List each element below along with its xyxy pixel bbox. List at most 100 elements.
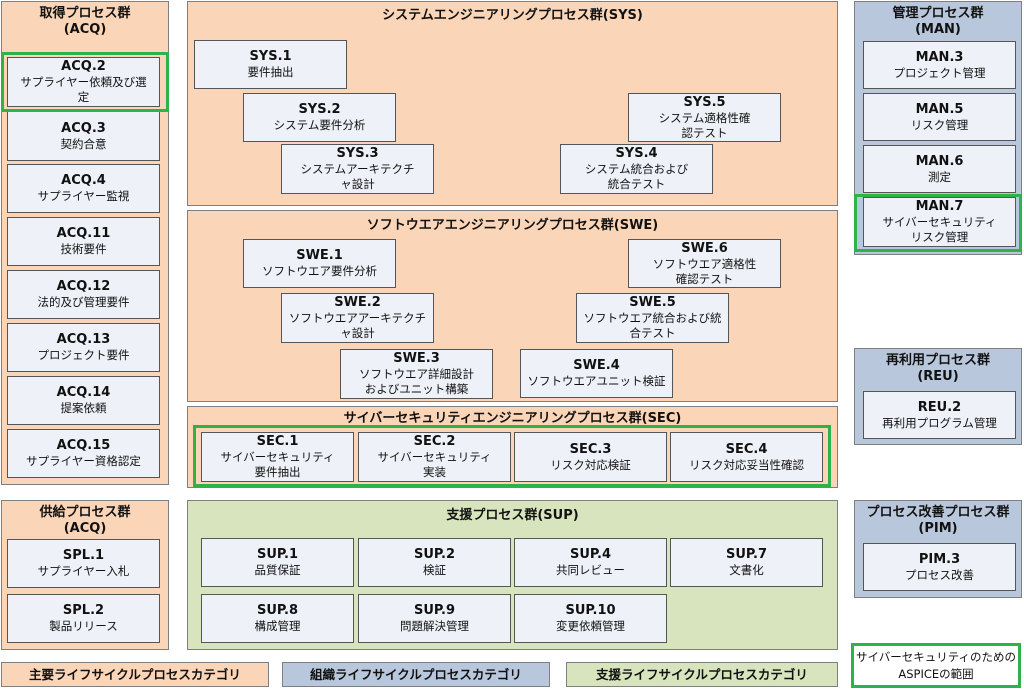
process-id: SWE.5 bbox=[629, 295, 676, 310]
process-sup-8[interactable]: SUP.8 構成管理 bbox=[201, 594, 354, 643]
process-man-3[interactable]: MAN.3 プロジェクト管理 bbox=[863, 41, 1016, 89]
process-sys-2[interactable]: SYS.2 システム要件分析 bbox=[243, 93, 396, 142]
pim-group-subtitle: (PIM) bbox=[918, 521, 958, 536]
process-swe-1[interactable]: SWE.1 ソフトウエア要件分析 bbox=[243, 239, 396, 288]
process-name: サイバーセキュリティ実装 bbox=[377, 450, 492, 479]
process-sys-3[interactable]: SYS.3 システムアーキテクチャ設計 bbox=[281, 144, 434, 194]
sup-group-title: 支援プロセス群(SUP) bbox=[446, 508, 579, 523]
process-id: SPL.2 bbox=[62, 603, 105, 618]
category-supporting: 支援ライフサイクルプロセスカテゴリ bbox=[566, 662, 838, 687]
process-name: 製品リリース bbox=[49, 619, 118, 633]
process-sup-7[interactable]: SUP.7 文書化 bbox=[670, 538, 823, 587]
process-name: 技術要件 bbox=[60, 242, 107, 256]
scope-legend-line2: ASPICEの範囲 bbox=[898, 666, 974, 681]
reu-group-subtitle: (REU) bbox=[917, 369, 959, 384]
process-name: リスク対応検証 bbox=[550, 457, 631, 472]
process-name: システム要件分析 bbox=[273, 118, 366, 132]
process-name: リスク管理 bbox=[910, 117, 969, 132]
process-sec-4[interactable]: SEC.4 リスク対応妥当性確認 bbox=[670, 432, 823, 482]
acq-group-title: 取得プロセス群 bbox=[39, 6, 131, 21]
process-id: ACQ.13 bbox=[56, 332, 111, 347]
process-id: SYS.4 bbox=[615, 146, 658, 161]
process-id: SWE.1 bbox=[296, 248, 343, 263]
process-id: PIM.3 bbox=[918, 551, 961, 567]
process-name: ソフトウエア詳細設計およびユニット構築 bbox=[359, 367, 474, 396]
process-name: サプライヤー資格認定 bbox=[26, 454, 141, 468]
process-acq-12[interactable]: ACQ.12 法的及び管理要件 bbox=[7, 270, 160, 319]
process-id: SWE.2 bbox=[334, 295, 381, 310]
process-name: プロジェクト要件 bbox=[37, 348, 130, 362]
process-sec-3[interactable]: SEC.3 リスク対応検証 bbox=[514, 432, 667, 482]
process-id: SUP.9 bbox=[413, 603, 456, 618]
process-id: MAN.5 bbox=[915, 101, 964, 117]
process-id: ACQ.2 bbox=[61, 59, 106, 74]
reu-group-title: 再利用プロセス群 bbox=[885, 353, 990, 368]
process-swe-6[interactable]: SWE.6 ソフトウエア適格性確認テスト bbox=[628, 239, 781, 288]
process-name: 変更依頼管理 bbox=[556, 619, 625, 633]
acq-group-subtitle: (ACQ) bbox=[63, 22, 107, 37]
process-sys-1[interactable]: SYS.1 要件抽出 bbox=[194, 40, 347, 89]
process-id: SUP.7 bbox=[725, 547, 768, 562]
process-name: サイバーセキュリティ要件抽出 bbox=[220, 450, 335, 479]
process-id: ACQ.12 bbox=[56, 279, 111, 294]
process-id: ACQ.4 bbox=[61, 173, 106, 188]
process-name: 構成管理 bbox=[254, 619, 301, 633]
process-id: REU.2 bbox=[917, 399, 962, 415]
process-pim-3[interactable]: PIM.3 プロセス改善 bbox=[863, 543, 1016, 591]
process-acq-3[interactable]: ACQ.3 契約合意 bbox=[7, 111, 160, 161]
process-name: プロジェクト管理 bbox=[893, 65, 986, 80]
process-name: 問題解決管理 bbox=[400, 619, 469, 633]
process-id: MAN.3 bbox=[915, 49, 964, 65]
process-name: 文書化 bbox=[729, 563, 764, 577]
process-spl-2[interactable]: SPL.2 製品リリース bbox=[7, 594, 160, 643]
spl-group-title: 供給プロセス群 bbox=[39, 505, 131, 520]
process-id: SUP.2 bbox=[413, 547, 456, 562]
category-primary: 主要ライフサイクルプロセスカテゴリ bbox=[1, 662, 269, 687]
process-acq-11[interactable]: ACQ.11 技術要件 bbox=[7, 217, 160, 266]
process-sys-4[interactable]: SYS.4 システム統合および統合テスト bbox=[560, 144, 713, 194]
process-sys-5[interactable]: SYS.5 システム適格性確認テスト bbox=[628, 93, 781, 142]
process-spl-1[interactable]: SPL.1 サプライヤー入札 bbox=[7, 539, 160, 588]
scope-legend-line1: サイバーセキュリティのための bbox=[855, 649, 1017, 664]
process-sup-1[interactable]: SUP.1 品質保証 bbox=[201, 538, 354, 587]
process-id: SUP.4 bbox=[569, 547, 612, 562]
process-sup-2[interactable]: SUP.2 検証 bbox=[358, 538, 511, 587]
process-acq-14[interactable]: ACQ.14 提案依頼 bbox=[7, 376, 160, 425]
process-id: SUP.1 bbox=[256, 547, 299, 562]
process-id: ACQ.11 bbox=[56, 226, 111, 241]
process-reu-2[interactable]: REU.2 再利用プログラム管理 bbox=[863, 391, 1016, 439]
process-name: システム統合および統合テスト bbox=[584, 162, 689, 191]
process-name: 共同レビュー bbox=[556, 563, 625, 577]
process-name: サプライヤー入札 bbox=[37, 564, 130, 578]
process-swe-4[interactable]: SWE.4 ソフトウエアユニット検証 bbox=[520, 349, 673, 398]
process-sup-4[interactable]: SUP.4 共同レビュー bbox=[514, 538, 667, 587]
process-acq-15[interactable]: ACQ.15 サプライヤー資格認定 bbox=[7, 429, 160, 478]
process-name: 品質保証 bbox=[254, 563, 301, 577]
process-sup-10[interactable]: SUP.10 変更依頼管理 bbox=[514, 594, 667, 643]
process-id: SEC.1 bbox=[256, 434, 299, 449]
process-name: 再利用プログラム管理 bbox=[882, 415, 997, 430]
process-man-5[interactable]: MAN.5 リスク管理 bbox=[863, 93, 1016, 141]
process-man-6[interactable]: MAN.6 測定 bbox=[863, 145, 1016, 193]
process-acq-2[interactable]: ACQ.2 サプライヤー依頼及び選定 bbox=[7, 57, 160, 107]
process-sec-1[interactable]: SEC.1 サイバーセキュリティ要件抽出 bbox=[201, 432, 354, 482]
process-acq-4[interactable]: ACQ.4 サプライヤー監視 bbox=[7, 164, 160, 213]
process-swe-5[interactable]: SWE.5 ソフトウエア統合および統合テスト bbox=[576, 293, 729, 343]
process-name: ソフトウエア要件分析 bbox=[262, 264, 377, 278]
process-swe-2[interactable]: SWE.2 ソフトウエアアーキテクチャ設計 bbox=[281, 293, 434, 343]
process-name: プロセス改善 bbox=[905, 567, 974, 582]
process-name: ソフトウエア適格性確認テスト bbox=[652, 256, 757, 286]
process-name: サプライヤー監視 bbox=[37, 189, 130, 203]
process-man-7[interactable]: MAN.7 サイバーセキュリティリスク管理 bbox=[863, 197, 1016, 247]
process-swe-3[interactable]: SWE.3 ソフトウエア詳細設計およびユニット構築 bbox=[340, 349, 493, 399]
process-name: サプライヤー依頼及び選定 bbox=[20, 75, 147, 104]
process-name: ソフトウエアユニット検証 bbox=[527, 374, 666, 388]
man-group-subtitle: (MAN) bbox=[915, 22, 961, 37]
process-sec-2[interactable]: SEC.2 サイバーセキュリティ実装 bbox=[358, 432, 511, 482]
spl-group-subtitle: (ACQ) bbox=[63, 521, 107, 536]
process-id: SEC.4 bbox=[725, 441, 768, 457]
process-name: 要件抽出 bbox=[247, 65, 294, 79]
process-acq-13[interactable]: ACQ.13 プロジェクト要件 bbox=[7, 323, 160, 372]
process-name: 法的及び管理要件 bbox=[37, 295, 130, 309]
process-sup-9[interactable]: SUP.9 問題解決管理 bbox=[358, 594, 511, 643]
